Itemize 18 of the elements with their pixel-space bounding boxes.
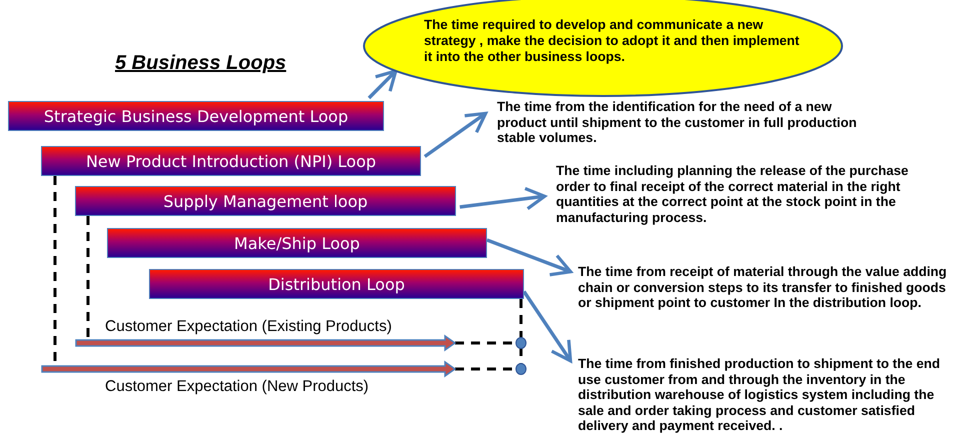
arrow [522, 290, 572, 362]
loop-bar: Supply Management loop [75, 186, 456, 216]
description-text: The time from finished production to shipment to the end use customer from and through the inventory in the distribution warehouse of logistics system including the sale and order taking process and customer satisfied delivery and payment received. . [578, 356, 954, 436]
loop-bar: Strategic Business Development Loop [8, 101, 384, 131]
arrow [486, 238, 572, 276]
arrow [460, 186, 546, 210]
description-text: The time from the identification for the need of a new product until shipment to the customer in full production stable volumes. [497, 99, 877, 147]
loop-bar: New Product Introduction (NPI) Loop [41, 146, 421, 176]
timeline-label: Customer Expectation (New Products) [105, 378, 369, 396]
arrow [424, 112, 488, 158]
description-text: The time including planning the release of the purchase order to final receipt of the correct material in the right quantities at the correct point at the stock point in the manufacturing process. [556, 163, 936, 227]
arrow [368, 69, 398, 100]
description-text: The time required to develop and communicate a new strategy , make the decision to adopt it and then implement it into the other business loops. [424, 17, 800, 65]
loop-bar: Distribution Loop [149, 269, 524, 299]
loop-bar: Make/Ship Loop [107, 228, 487, 258]
diagram-title: 5 Business Loops [115, 52, 286, 75]
timeline-label: Customer Expectation (Existing Products) [105, 318, 392, 336]
description-text: The time from receipt of material through the value adding chain or conversion steps to its transfer to finished goods or shipment point to customer In the distribution loop. [578, 264, 950, 328]
